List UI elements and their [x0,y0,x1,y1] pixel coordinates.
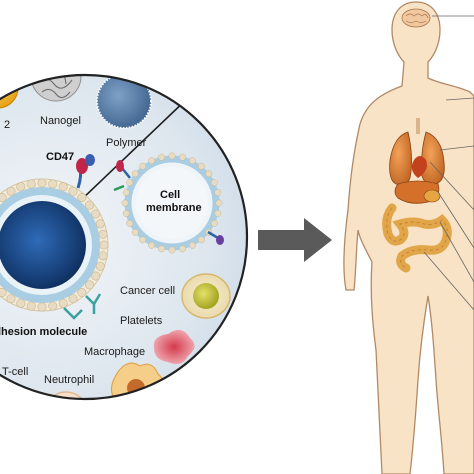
nanocarrier-circle: 2 Nanogel Polymer CD47 Cell membrane lhe… [0,73,249,401]
circle-border [0,73,249,401]
label-cd47: CD47 [46,151,74,163]
heart-icon [411,156,427,178]
platelet-icon [153,329,195,364]
liver-icon [394,180,441,204]
cd47-receptor-icon [76,154,95,189]
coated-core-particle [0,178,109,312]
label-polymer: Polymer [106,137,147,149]
label-cancer-cell: Cancer cell [120,285,175,297]
antibody-icon [63,293,102,320]
core-sphere [0,201,86,289]
body-silhouette [343,1,474,474]
polymer-particle [96,75,152,129]
flow-arrow-icon [258,218,332,262]
label-macrophage: Macrophage [84,346,145,358]
label-nanogel: Nanogel [40,115,81,127]
intestines-icon [382,203,452,273]
tcell-icon [0,393,37,399]
label-cell-membrane-line1: Cell [160,189,180,201]
membrane-vesicle [121,152,223,254]
brain-icon [401,8,431,28]
label-neutrophil: Neutrophil [44,374,94,386]
label-sio2: 2 [4,119,10,131]
label-platelets: Platelets [120,315,163,327]
vesicle-receptor-icon [113,160,224,245]
leader-lines [423,15,474,311]
human-body-figure [343,1,474,474]
neutrophil-icon [43,391,89,399]
label-cell-membrane-line2: membrane [146,202,202,214]
label-tcell: T-cell [2,366,28,378]
lipid-heads [0,178,109,312]
cancer-cell-icon [181,273,231,319]
label-adhesion-molecule: lhesion molecule [0,326,87,338]
